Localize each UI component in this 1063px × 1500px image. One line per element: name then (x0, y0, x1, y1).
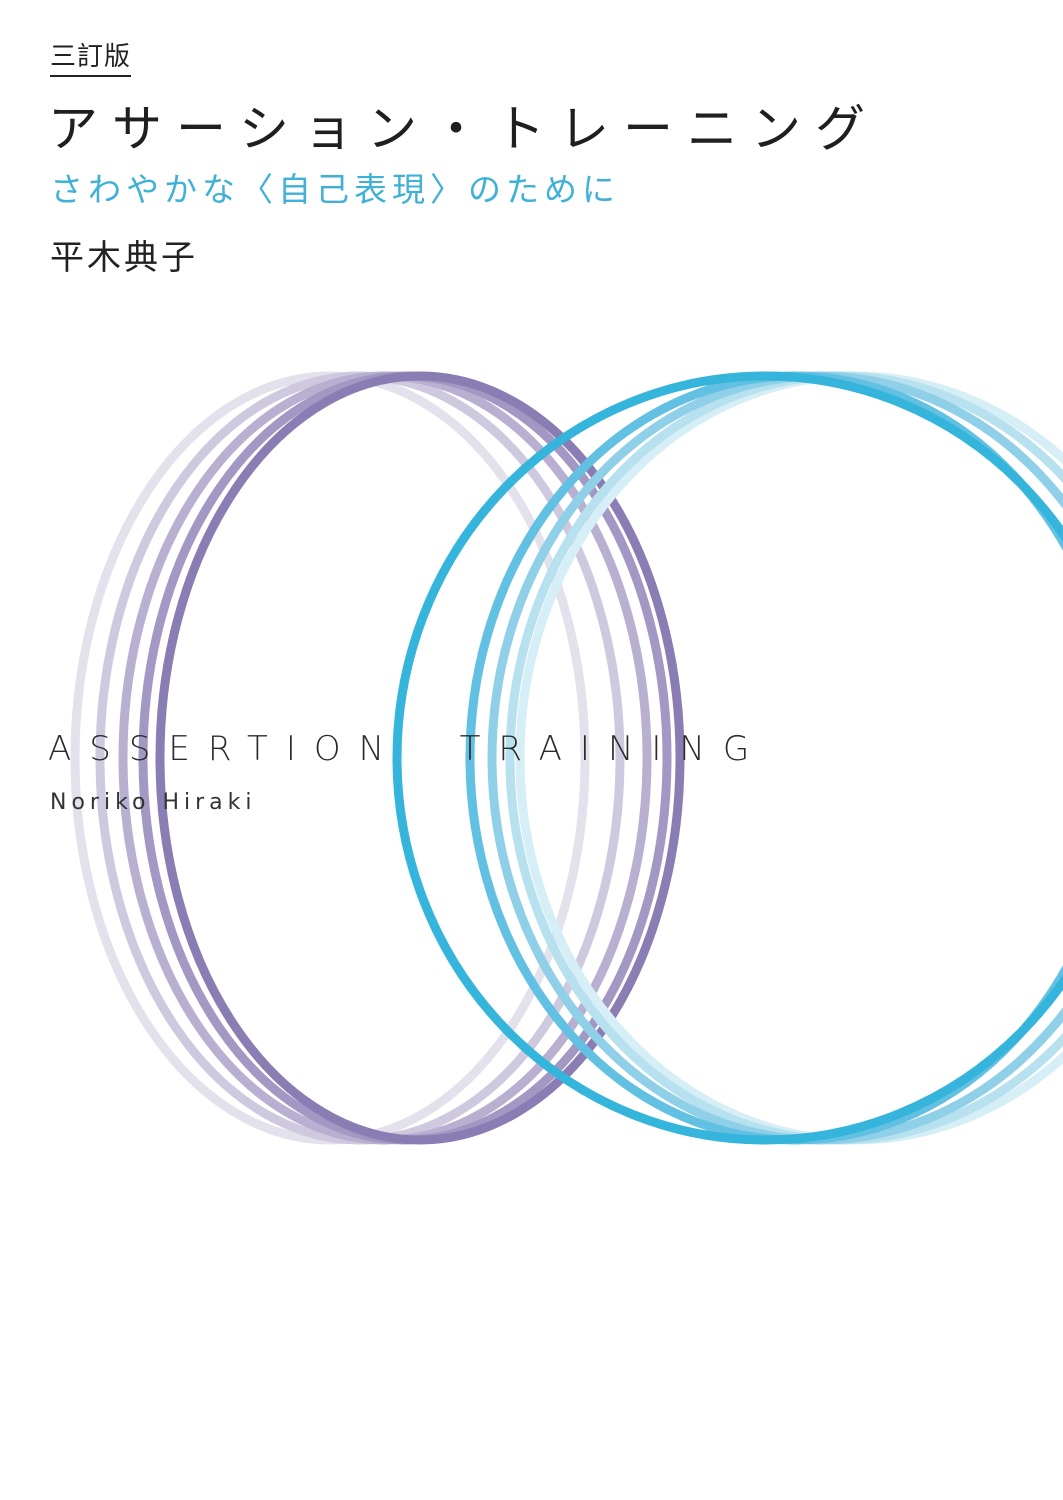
book-title: アサーション・トレーニング (48, 100, 879, 158)
book-subtitle: さわやかな〈自己表現〉のために (50, 170, 620, 209)
english-title: ASSERTION TRAINING (48, 729, 768, 769)
author-name-japanese: 平木典子 (50, 238, 198, 278)
purple-ring-5 (155, 371, 685, 1145)
edition-label: 三訂版 (50, 40, 132, 77)
author-name-english: Noriko Hiraki (50, 790, 257, 815)
blue-ring-5 (392, 371, 1063, 1145)
